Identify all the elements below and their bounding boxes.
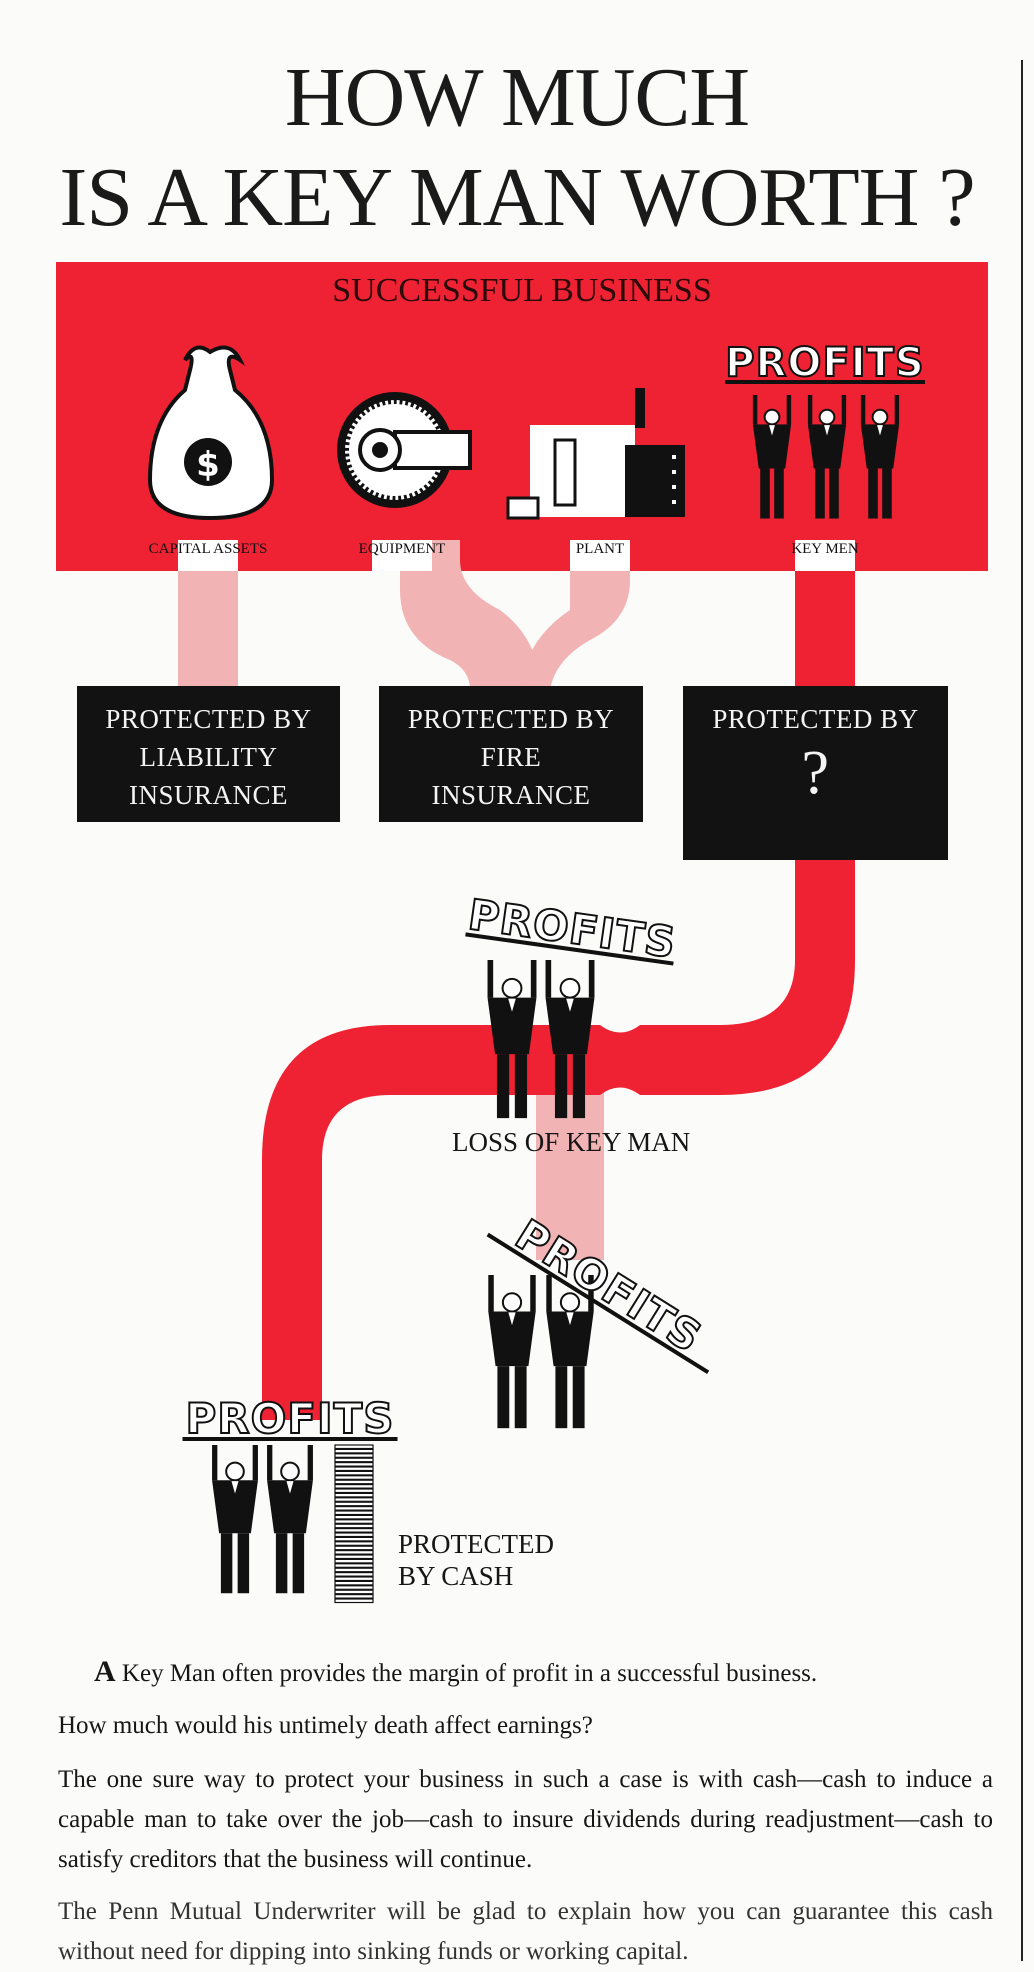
svg-text:PROFITS: PROFITS [465,890,679,968]
gear-icon [337,392,472,508]
equipment-strip [372,540,432,571]
p1-text: Key Man often provides the margin of pro… [121,1660,818,1687]
box-line: PROTECTED BY [712,704,919,734]
cash-coin-stack-icon [334,1444,374,1604]
page-edge-rule [1021,60,1023,1961]
label-plant: PLANT [575,541,625,557]
box-line: PROTECTED BY [105,704,312,734]
profits-sign-loss: PROFITS [464,889,680,969]
box-line: INSURANCE [128,780,288,810]
svg-text:PROFITS: PROFITS [507,1210,710,1362]
svg-text:$: $ [196,445,220,485]
loss-of-key-man-caption: LOSS OF KEY MAN [452,1127,691,1157]
box-line: PROTECTED BY [407,704,615,734]
question-mark: ? [801,739,830,807]
body-paragraph-1: A Key Man often provides the margin of p… [58,1652,993,1694]
businessman-figure [752,395,792,519]
profits-sign-top: PROFITS [724,339,925,387]
keymen-strip [795,540,855,571]
box-line: FIRE [480,742,542,772]
money-bag-icon: $ [147,345,275,521]
body-paragraph-2: How much would his untimely death affect… [58,1712,593,1739]
box-line: LIABILITY [139,742,278,772]
label-key-men: KEY MEN [791,541,859,557]
equipment-pipe [400,540,540,690]
fire-insurance-box: PROTECTED BY FIRE INSURANCE [379,686,643,822]
businessman-figure [267,1445,313,1594]
capital-strip [178,540,238,571]
headline-line-1: HOW MUCH [284,51,750,144]
businessman-figure [488,1275,536,1429]
plant-pipe [520,540,630,690]
plant-strip [570,540,630,571]
drop-cap: A [94,1655,116,1688]
body-paragraph-4: The Penn Mutual Underwriter will be glad… [58,1898,993,1965]
businessman-figure [860,395,900,519]
key-man-pipe [262,540,855,1420]
body-paragraph-3: The one sure way to protect your busines… [58,1766,993,1873]
profits-sign-cash: PROFITS [182,1393,398,1444]
businessman-figure [212,1445,258,1594]
lost-profit-pipe [536,1080,604,1260]
box-line: INSURANCE [431,780,591,810]
svg-text:PROFITS: PROFITS [725,340,924,386]
successful-business-heading: SUCCESSFUL BUSINESS [332,272,712,309]
liability-insurance-box: PROTECTED BY LIABILITY INSURANCE [77,686,340,822]
protected-by-cash-line1: PROTECTED [398,1529,555,1559]
label-capital-assets: CAPITAL ASSETS [148,541,268,557]
businessman-figure [546,1275,594,1429]
businessman-figure [545,960,595,1119]
factory-icon [506,388,685,520]
svg-text:PROFITS: PROFITS [185,1394,394,1443]
key-man-unprotected-box: PROTECTED BY ? [683,686,948,860]
businessman-figure [487,960,537,1119]
protected-by-cash-line2: BY CASH [398,1561,514,1591]
label-equipment: EQUIPMENT [358,541,446,557]
businessman-figure [807,395,847,519]
headline-line-2: IS A KEY MAN WORTH ? [59,151,975,244]
